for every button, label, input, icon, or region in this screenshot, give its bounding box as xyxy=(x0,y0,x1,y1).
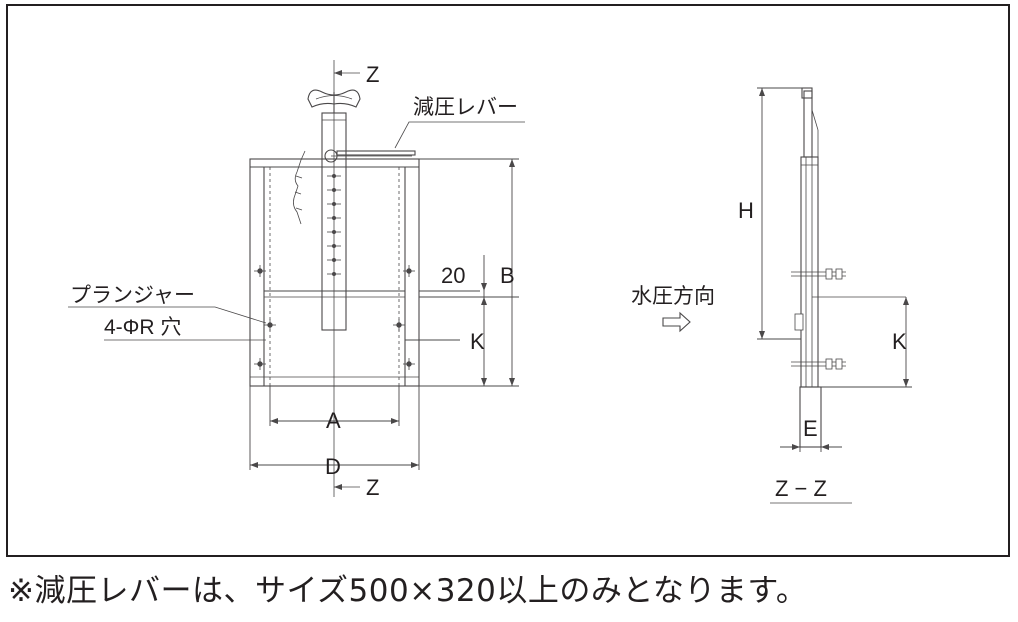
drawing-frame: Z 減圧レバー プランジャー 4-ΦR 穴 20 B K A D Z xyxy=(6,4,1010,557)
label-plunger: プランジャー xyxy=(70,284,195,307)
dim-h: H xyxy=(738,198,754,223)
section-title: Z − Z xyxy=(775,476,827,501)
section-arrow-top: Z xyxy=(366,62,379,87)
dim-k-front: K xyxy=(470,329,485,354)
dim-d: D xyxy=(325,454,341,479)
dim-e: E xyxy=(803,416,818,441)
label-pressure-lever: 減圧レバー xyxy=(413,96,518,119)
footnote: ※減圧レバーは、サイズ500×320以上のみとなります。 xyxy=(8,573,808,609)
dim-b: B xyxy=(500,263,515,288)
side-view xyxy=(662,87,912,504)
label-holes: 4-ΦR 穴 xyxy=(104,316,181,339)
dim-a: A xyxy=(326,408,341,433)
label-water-pressure-direction: 水圧方向 xyxy=(631,285,715,308)
border xyxy=(6,4,1010,557)
front-view xyxy=(68,60,525,497)
dim-k-side: K xyxy=(892,329,907,354)
section-arrow-bottom: Z xyxy=(366,475,379,500)
dim-20: 20 xyxy=(441,263,465,288)
